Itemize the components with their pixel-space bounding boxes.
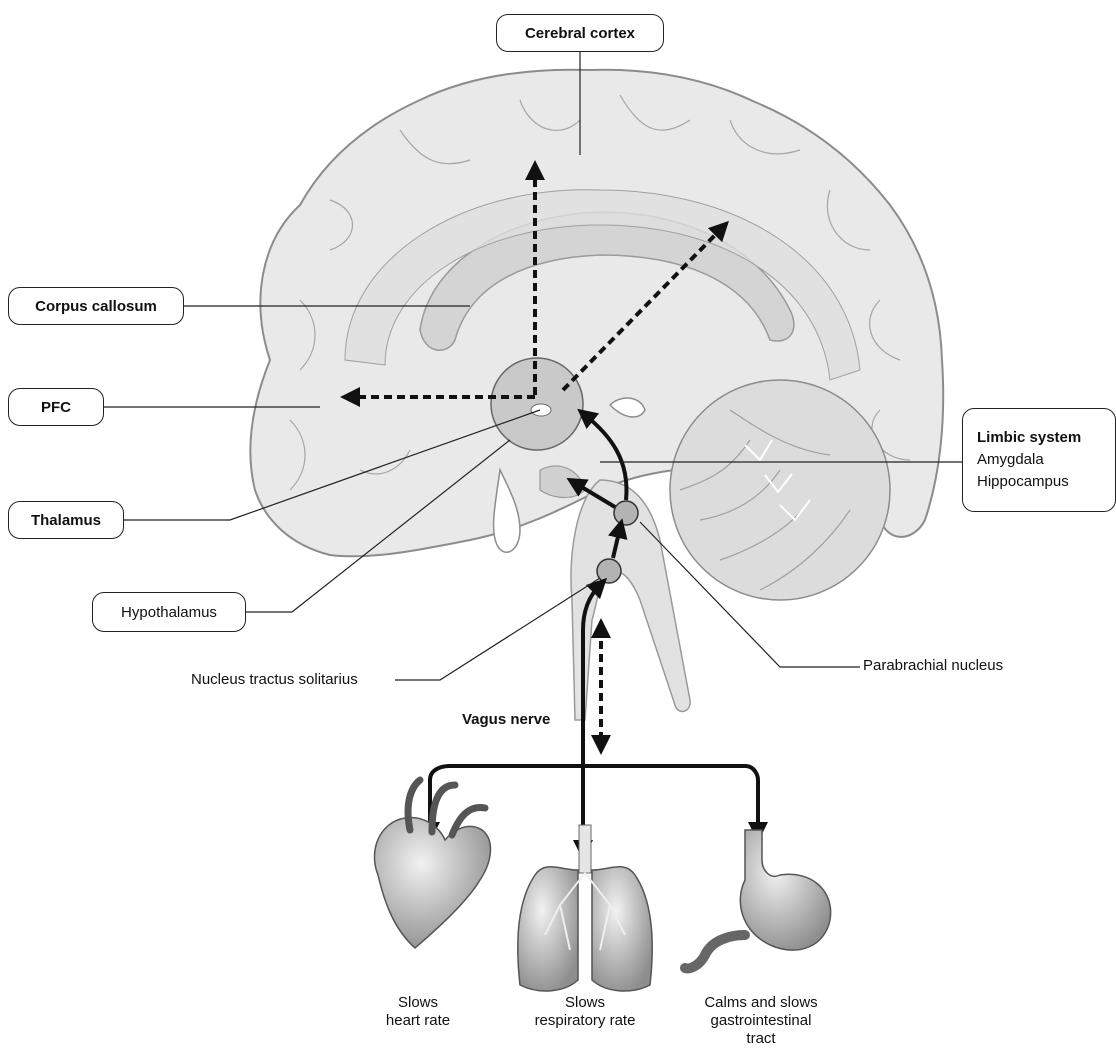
caption-lungs-line-2: respiratory rate — [505, 1012, 665, 1030]
label-pfc: PFC — [8, 388, 104, 426]
caption-lungs-line-1: Slows — [505, 994, 665, 1012]
caption-lungs: Slows respiratory rate — [505, 994, 665, 1030]
limbic-item-hippocampus: Hippocampus — [977, 471, 1069, 493]
heart-illustration — [374, 780, 490, 948]
label-corpus-callosum: Corpus callosum — [8, 287, 184, 325]
thalamus-nucleus — [531, 404, 551, 416]
limbic-item-amygdala: Amygdala — [977, 449, 1044, 471]
caption-heart: Slows heart rate — [338, 994, 498, 1030]
label-parabrachial-nucleus: Parabrachial nucleus — [863, 657, 1003, 674]
stomach-illustration — [685, 830, 831, 968]
caption-heart-line-2: heart rate — [338, 1012, 498, 1030]
caption-stomach: Calms and slows gastrointestinal tract — [681, 994, 841, 1048]
parabrachial-node — [614, 501, 638, 525]
label-hypothalamus: Hypothalamus — [92, 592, 246, 632]
label-thalamus: Thalamus — [8, 501, 124, 539]
cerebellum — [670, 380, 890, 600]
label-cerebral-cortex: Cerebral cortex — [496, 14, 664, 52]
label-nucleus-tractus-solitarius: Nucleus tractus solitarius — [191, 671, 358, 688]
label-limbic-system: Limbic system Amygdala Hippocampus — [962, 408, 1116, 512]
label-vagus-nerve: Vagus nerve — [462, 711, 550, 728]
caption-stomach-line-3: tract — [681, 1030, 841, 1048]
caption-stomach-line-1: Calms and slows — [681, 994, 841, 1012]
lungs-illustration — [518, 825, 652, 991]
nts-node — [597, 559, 621, 583]
limbic-system-title: Limbic system — [977, 427, 1081, 449]
caption-stomach-line-2: gastrointestinal — [681, 1012, 841, 1030]
caption-heart-line-1: Slows — [338, 994, 498, 1012]
